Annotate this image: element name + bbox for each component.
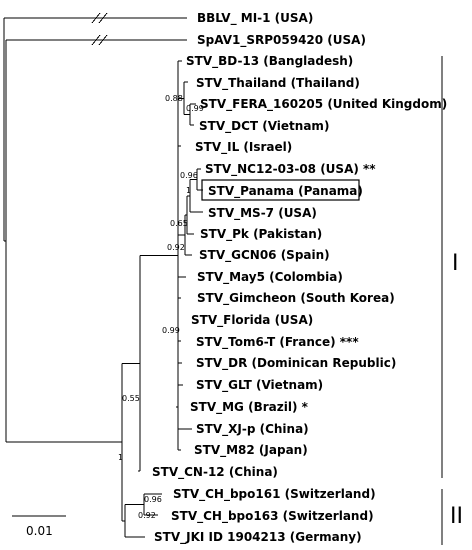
taxon-label-dct: STV_DCT (Vietnam) — [199, 119, 329, 134]
break-mark-0-1 — [98, 12, 108, 24]
support-value-nc12-panama-ms7: 0.96 — [180, 171, 198, 180]
taxon-label-fera: STV_FERA_160205 (United Kingdom) — [200, 97, 447, 112]
support-value-nc12-panama: 1 — [186, 186, 191, 195]
support-value-gcn-group: 0.92 — [167, 243, 185, 252]
taxon-label-panama: STV_Panama (Panama) — [208, 184, 363, 199]
tree-branches — [3, 12, 203, 538]
group-two-label: II — [450, 504, 463, 529]
group-one-label: I — [452, 251, 459, 276]
taxon-label-xj: STV_XJ-p (China) — [196, 422, 309, 437]
support-value-fera-dct: 0.99 — [186, 104, 204, 113]
support-value-ch-pair: 0.96 — [144, 495, 162, 504]
support-value-ingroup: 1 — [118, 453, 123, 462]
support-value-pk-group: 0.65 — [170, 219, 188, 228]
scale-bar: 0.01 — [12, 515, 66, 538]
taxon-label-cn12: STV_CN-12 (China) — [152, 465, 278, 480]
support-value-thai-fera-dct: 0.88 — [165, 94, 183, 103]
taxon-label-jki: STV_JKI ID 1904213 (Germany) — [154, 530, 362, 545]
taxon-label-spav1: SpAV1_SRP059420 (USA) — [197, 33, 366, 48]
support-value-stv-all: 0.55 — [122, 394, 140, 403]
support-value-clade-two: 0.92 — [138, 511, 156, 520]
taxon-labels: BBLV_ MI-1 (USA) SpAV1_SRP059420 (USA) STV… — [152, 11, 447, 545]
taxon-label-may5: STV_May5 (Colombia) — [197, 270, 343, 285]
taxon-label-mg: STV_MG (Brazil) * — [190, 400, 309, 415]
taxon-label-il: STV_IL (Israel) — [195, 140, 292, 155]
support-value-clade-one: 0.99 — [162, 326, 180, 335]
highlight-box-panama — [201, 179, 360, 201]
scale-bar-label: 0.01 — [26, 524, 53, 538]
taxon-label-glt: STV_GLT (Vietnam) — [196, 378, 323, 393]
taxon-label-bd13: STV_BD-13 (Bangladesh) — [186, 54, 353, 69]
break-mark-0-0 — [91, 12, 101, 24]
taxon-label-gcn06: STV_GCN06 (Spain) — [199, 248, 330, 263]
taxon-label-ch163: STV_CH_bpo163 (Switzerland) — [171, 509, 374, 524]
taxon-label-pk: STV_Pk (Pakistan) — [200, 227, 322, 242]
taxon-label-thai: STV_Thailand (Thailand) — [196, 76, 360, 91]
taxon-label-nc12: STV_NC12-03-08 (USA) ** — [205, 162, 376, 177]
taxon-label-gim: STV_Gimcheon (South Korea) — [197, 291, 395, 306]
taxon-label-ms7: STV_MS-7 (USA) — [208, 206, 317, 221]
taxon-label-bblv: BBLV_ MI-1 (USA) — [197, 11, 313, 26]
break-mark-1-0 — [91, 34, 101, 46]
taxon-label-tom6: STV_Tom6-T (France) *** — [196, 335, 359, 350]
taxon-label-m82: STV_M82 (Japan) — [194, 443, 308, 458]
break-mark-1-1 — [98, 34, 108, 46]
taxon-label-dr: STV_DR (Dominican Republic) — [196, 356, 396, 371]
taxon-label-flo: STV_Florida (USA) — [191, 313, 313, 328]
taxon-label-ch161: STV_CH_bpo161 (Switzerland) — [173, 487, 376, 502]
